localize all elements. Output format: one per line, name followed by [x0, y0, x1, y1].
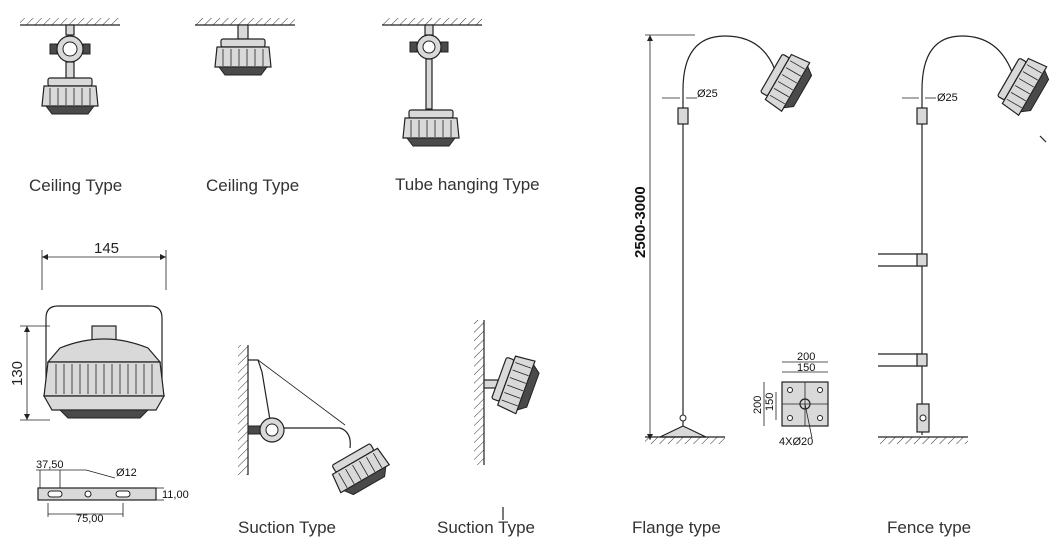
- caption-suction-type-1: Suction Type: [238, 518, 336, 537]
- flange-base-plate: [763, 361, 829, 439]
- suction-type-2-drawing: [474, 320, 544, 520]
- dim-base-200-height: 200: [752, 396, 764, 414]
- dim-flange-phi25: Ø25: [697, 88, 718, 100]
- ceiling-type-1-drawing: [20, 18, 120, 115]
- captions: Ceiling Type Ceiling Type Tube hanging T…: [29, 175, 971, 537]
- caption-suction-type-2: Suction Type: [437, 518, 535, 537]
- dim-base-150-height: 150: [764, 393, 776, 411]
- dim-base-150-width: 150: [797, 362, 815, 374]
- caption-ceiling-type-1: Ceiling Type: [29, 176, 122, 195]
- dimension-labels: 145 130 37,50 Ø12 11,00 75,00 2500-3000 …: [9, 88, 958, 525]
- ceiling-type-2-drawing: [195, 18, 295, 76]
- dim-phi12: Ø12: [116, 467, 137, 479]
- dim-height-130: 130: [9, 361, 26, 386]
- dimensioned-front-view: [20, 250, 167, 421]
- flange-type-drawing: [645, 34, 818, 444]
- dim-width-145: 145: [94, 240, 119, 257]
- caption-ceiling-type-2: Ceiling Type: [206, 176, 299, 195]
- bracket-detail: [36, 469, 164, 517]
- fin-lines: [55, 364, 153, 394]
- caption-flange-type: Flange type: [632, 518, 721, 537]
- dim-37-50: 37,50: [36, 459, 64, 471]
- tube-hanging-type-drawing: [382, 18, 482, 147]
- suction-type-1-drawing: [238, 345, 394, 501]
- dim-base-200-width: 200: [797, 351, 815, 363]
- caption-fence-type: Fence type: [887, 518, 971, 537]
- dim-holes: 4XØ20: [779, 436, 813, 448]
- fence-type-drawing: [878, 35, 1055, 444]
- dim-pole-height: 2500-3000: [632, 186, 649, 258]
- dim-fence-phi25: Ø25: [937, 92, 958, 104]
- caption-tube-hanging-type: Tube hanging Type: [395, 175, 540, 194]
- dim-11-00: 11,00: [162, 489, 189, 501]
- dim-75-00: 75,00: [76, 513, 104, 525]
